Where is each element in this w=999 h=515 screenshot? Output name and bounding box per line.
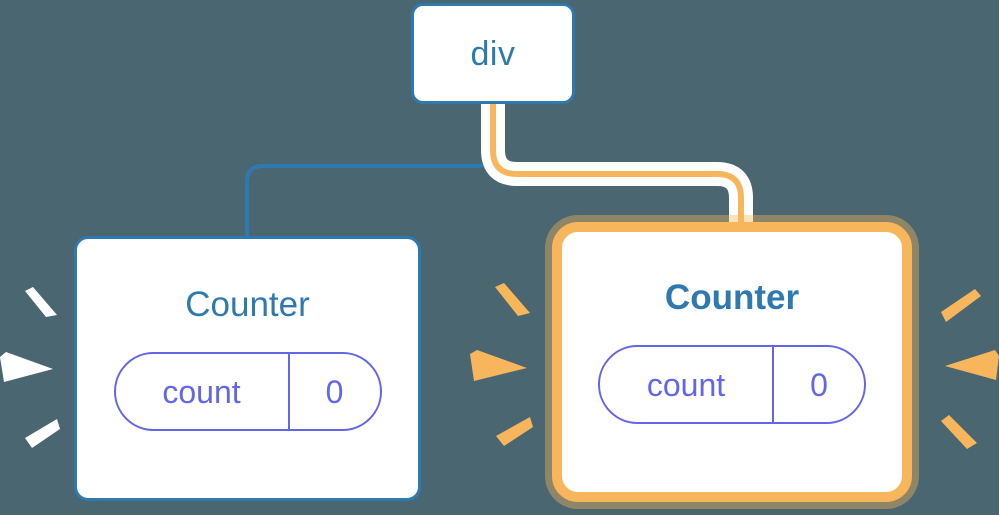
node-counter-left[interactable]: Counter count 0: [74, 236, 421, 501]
state-value-label: 0: [772, 347, 864, 422]
spark-ray-icon: [25, 419, 60, 448]
edge-div-to-counter-right: [490, 104, 744, 232]
sparks-right-of-counter-right: [941, 289, 999, 449]
spark-ray-icon: [941, 289, 981, 322]
edge-div-to-counter-right-halo: [481, 104, 753, 232]
node-counter-left-label: Counter: [185, 285, 310, 324]
state-pill-count-left: count 0: [113, 352, 382, 431]
node-div[interactable]: div: [411, 3, 575, 104]
node-div-label: div: [470, 34, 516, 73]
sparks-left-of-counter-left: [0, 287, 60, 448]
spark-ray-icon: [25, 287, 57, 317]
node-counter-right[interactable]: Counter count 0: [552, 222, 912, 502]
state-key-label: count: [162, 373, 241, 410]
node-counter-right-label: Counter: [664, 278, 800, 317]
spark-ray-icon: [495, 283, 530, 316]
spark-ray-icon: [0, 352, 53, 382]
state-value-label: 0: [287, 354, 380, 429]
state-pill-count-right: count 0: [598, 345, 866, 424]
spark-ray-icon: [470, 350, 527, 381]
edge-div-to-counter-left: [245, 102, 495, 238]
spark-ray-icon: [945, 350, 999, 380]
spark-ray-icon: [941, 415, 977, 449]
spark-ray-icon: [496, 417, 533, 446]
state-key-label: count: [646, 366, 726, 403]
sparks-right-of-counter-left: [470, 283, 533, 446]
